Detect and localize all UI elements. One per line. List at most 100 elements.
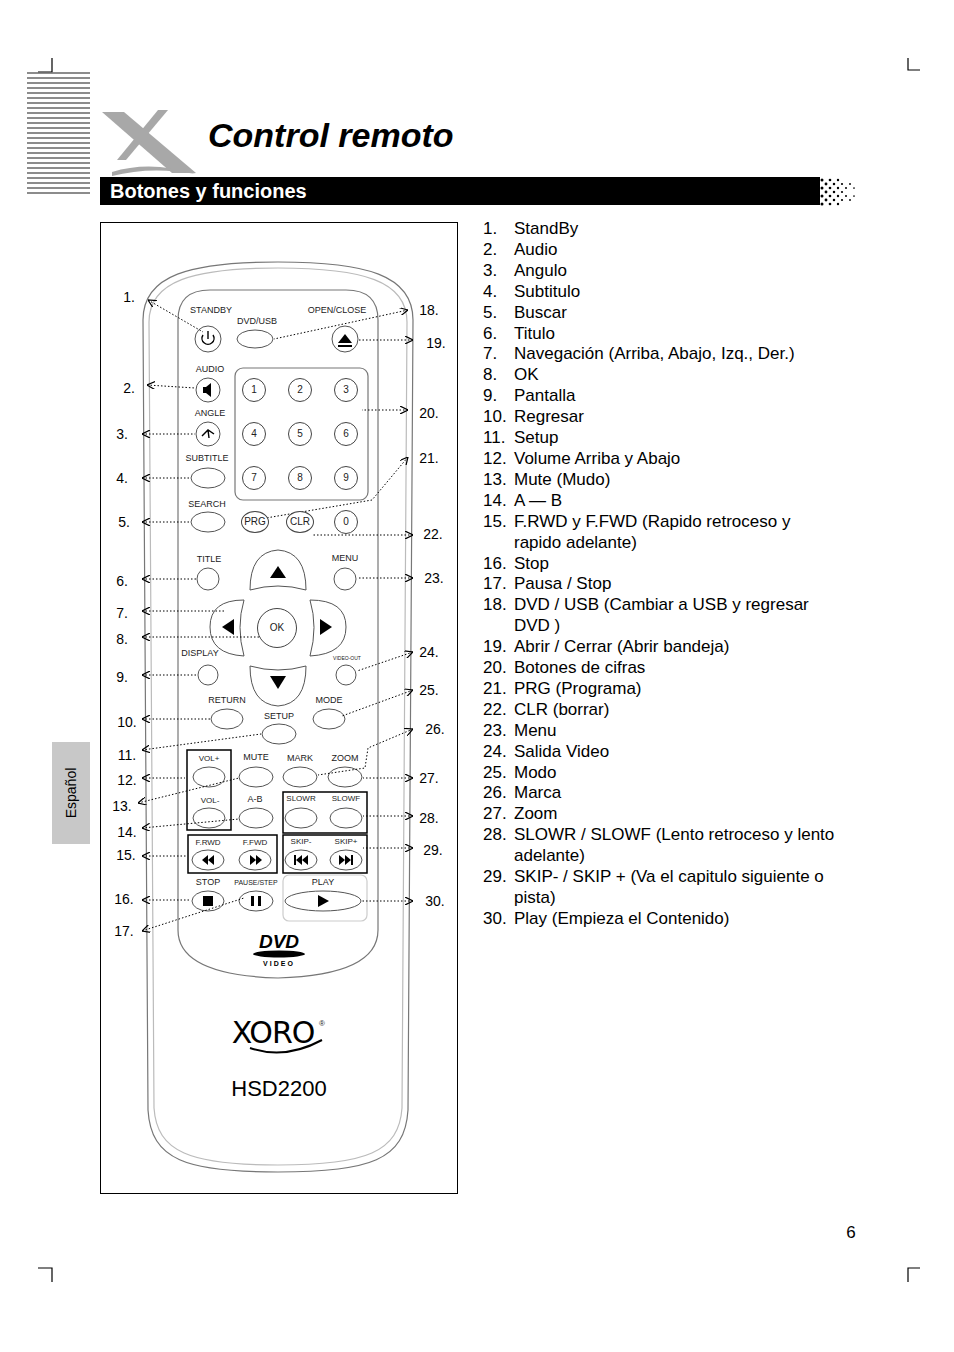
callout-number: 14. [117, 825, 136, 839]
leader-lines [142, 478, 190, 479]
callout-number: 17. [114, 924, 133, 938]
band-dots [829, 203, 832, 206]
band-dots [829, 187, 832, 190]
list-number: 12. [483, 449, 514, 470]
list-text: Modo [514, 763, 839, 784]
callout-number: 18. [419, 303, 438, 317]
key-button: 3 [334, 378, 358, 402]
list-item: 25.Modo [483, 763, 853, 784]
list-item: 16.Stop [483, 554, 853, 575]
band-dots [833, 191, 836, 194]
button-label: DVD/USB [237, 317, 277, 326]
button-icons [203, 387, 206, 393]
callout-number: 12. [117, 773, 136, 787]
remote-buttons [285, 850, 317, 870]
node-text: 5 [297, 429, 303, 439]
list-text: Subtitulo [514, 282, 839, 303]
button-label: STANDBY [190, 306, 232, 315]
band-dots [821, 187, 824, 190]
nav-pad [210, 550, 346, 706]
key-button: CLR [286, 511, 314, 533]
header-stripes [27, 117, 90, 119]
remote-buttons [239, 891, 273, 911]
button-label: TITLE [197, 555, 222, 564]
button-label: VOL- [201, 797, 220, 805]
list-item: 2.Audio [483, 240, 853, 261]
leader-lines [363, 848, 413, 849]
node-text: 7 [251, 473, 257, 483]
header-stripes [27, 177, 90, 179]
callout-number: 5. [118, 515, 130, 529]
leader-lines [138, 778, 239, 803]
node-text: 2 [297, 385, 303, 395]
language-tab: Español [52, 742, 90, 844]
list-item: 1.StandBy [483, 219, 853, 240]
nav-pad [310, 600, 346, 656]
list-text: Pantalla [514, 386, 839, 407]
header-stripes [27, 73, 90, 193]
list-number: 20. [483, 658, 514, 679]
leader-lines [142, 637, 262, 638]
button-icons [320, 619, 332, 635]
callout-number: 15. [116, 848, 135, 862]
list-item: 15.F.RWD y F.FWD (Rapido retroceso y rap… [483, 512, 853, 554]
callout-number: 1. [123, 290, 135, 304]
band-dots [837, 187, 839, 189]
button-label: SEARCH [188, 500, 226, 509]
list-item: 5.Buscar [483, 303, 853, 324]
leader-lines [142, 856, 186, 857]
header-stripes [27, 77, 90, 79]
button-label: PAUSE/STEP [234, 879, 277, 886]
band-dots [841, 183, 843, 185]
list-number: 5. [483, 303, 514, 324]
list-text: Zoom [514, 804, 839, 825]
callout-number: 21. [419, 451, 438, 465]
header-stripes [27, 122, 90, 124]
button-label: VIDEO [263, 960, 295, 967]
callout-number: 23. [424, 571, 443, 585]
button-icons [270, 566, 286, 578]
node-text: 8 [297, 473, 303, 483]
callout-number: 25. [419, 683, 438, 697]
header-stripes [27, 182, 90, 184]
button-label: OPEN/CLOSE [308, 306, 367, 315]
remote-buttons [313, 709, 345, 729]
button-icons [208, 855, 214, 865]
crop-marks [38, 1268, 52, 1282]
band-dots [853, 195, 855, 197]
band-dots [821, 203, 824, 206]
list-number: 3. [483, 261, 514, 282]
remote-body [149, 268, 407, 1165]
node-text: Botones y funciones [110, 181, 307, 201]
remote-buttons [192, 891, 224, 911]
list-item: 20.Botones de cifras [483, 658, 853, 679]
list-item: 9.Pantalla [483, 386, 853, 407]
header-stripes [27, 97, 90, 99]
remote-body [143, 262, 413, 1172]
remote-buttons [328, 767, 362, 787]
list-number: 10. [483, 407, 514, 428]
band-dots [849, 183, 851, 185]
callout-number: 10. [117, 715, 136, 729]
leader-lines [142, 719, 210, 720]
list-item: 26.Marca [483, 783, 853, 804]
callout-number: 22. [423, 527, 442, 541]
remote-buttons [330, 808, 362, 828]
header-stripes [27, 102, 90, 104]
list-item: 27.Zoom [483, 804, 853, 825]
button-label: RETURN [208, 696, 246, 705]
leader-lines [142, 734, 261, 750]
crop-marks [908, 1268, 920, 1282]
band-dots [825, 199, 828, 202]
callout-number: 30. [425, 894, 444, 908]
callout-number: 13. [112, 799, 131, 813]
list-item: 12.Volume Arriba y Abajo [483, 449, 853, 470]
list-number: 27. [483, 804, 514, 825]
band-dots [841, 199, 843, 201]
list-item: 13.Mute (Mudo) [483, 470, 853, 491]
header-stripes [27, 112, 90, 114]
button-icons [207, 331, 208, 339]
button-icons [345, 855, 351, 865]
button-label: STOP [196, 878, 220, 887]
header-stripes [27, 72, 90, 74]
